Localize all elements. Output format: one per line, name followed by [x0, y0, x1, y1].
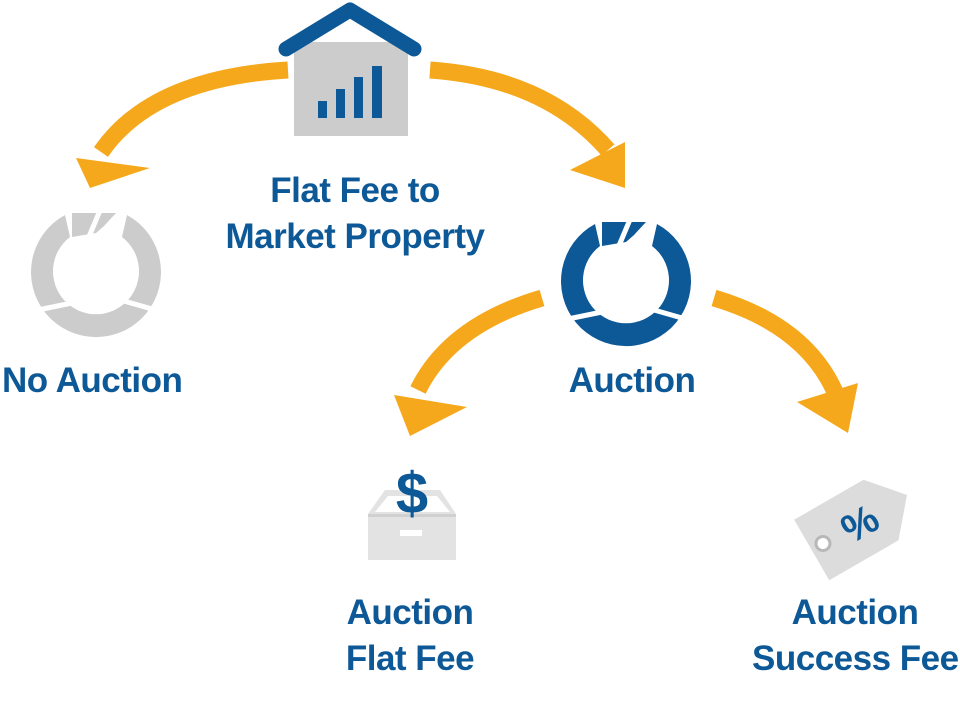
- house-chart-icon: [278, 2, 422, 136]
- root-label: Flat Fee to Market Property: [205, 168, 505, 260]
- root-label-line1: Flat Fee to: [270, 171, 440, 210]
- auction-success-fee-line1: Auction: [791, 593, 919, 632]
- auction-flat-fee-line1: Auction: [346, 593, 474, 632]
- arrow-auction-to-success-fee: [711, 289, 858, 433]
- auction-flat-fee-line2: Flat Fee: [345, 639, 475, 678]
- auction-flat-fee-label: Auction Flat Fee: [318, 590, 502, 682]
- dollar-tray-icon: $: [368, 461, 456, 560]
- auction-label: Auction: [568, 361, 696, 400]
- auction-success-fee-label: Auction Success Fee: [752, 590, 959, 682]
- arrow-root-to-auction: [429, 61, 625, 188]
- arrow-auction-to-flat-fee: [394, 289, 545, 436]
- cycle-arrows-icon: [561, 209, 691, 347]
- root-label-line2: Market Property: [225, 217, 485, 256]
- cycle-arrows-icon: [30, 200, 161, 338]
- no-auction-label: No Auction: [2, 361, 183, 400]
- dollar-symbol: $: [396, 461, 428, 526]
- percent-tag-icon: %: [794, 479, 907, 581]
- arrow-root-to-no-auction: [76, 61, 289, 188]
- auction-success-fee-line2: Success Fee: [752, 639, 959, 678]
